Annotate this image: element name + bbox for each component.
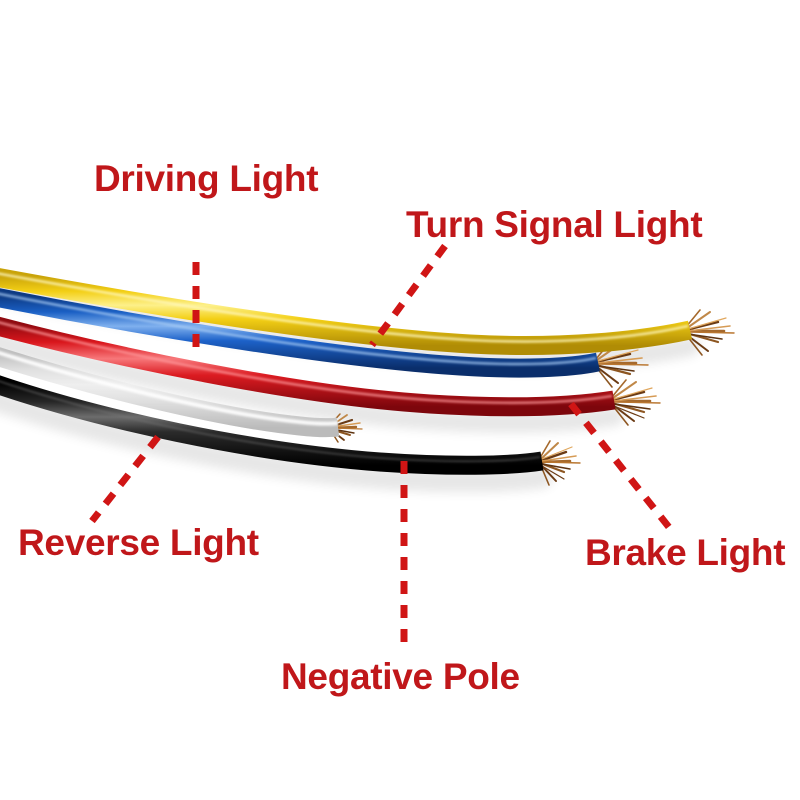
leader-brake-light [568, 401, 675, 534]
label-driving-light: Driving Light [94, 158, 319, 199]
white-wire [0, 347, 340, 438]
red-wire-copper-strands [610, 379, 661, 426]
leader-reverse-light [89, 434, 161, 524]
yellow-wire [0, 268, 693, 356]
leader-lines [89, 243, 675, 648]
black-wire-copper-strands [538, 440, 581, 486]
red-wire [0, 316, 616, 417]
label-brake-light: Brake Light [585, 532, 786, 573]
leader-turn-signal [369, 243, 448, 348]
label-reverse-light: Reverse Light [18, 522, 259, 563]
black-wire [0, 375, 544, 475]
label-turn-signal-light: Turn Signal Light [406, 204, 703, 245]
blue-wire [0, 288, 600, 378]
label-negative-pole: Negative Pole [281, 656, 520, 697]
